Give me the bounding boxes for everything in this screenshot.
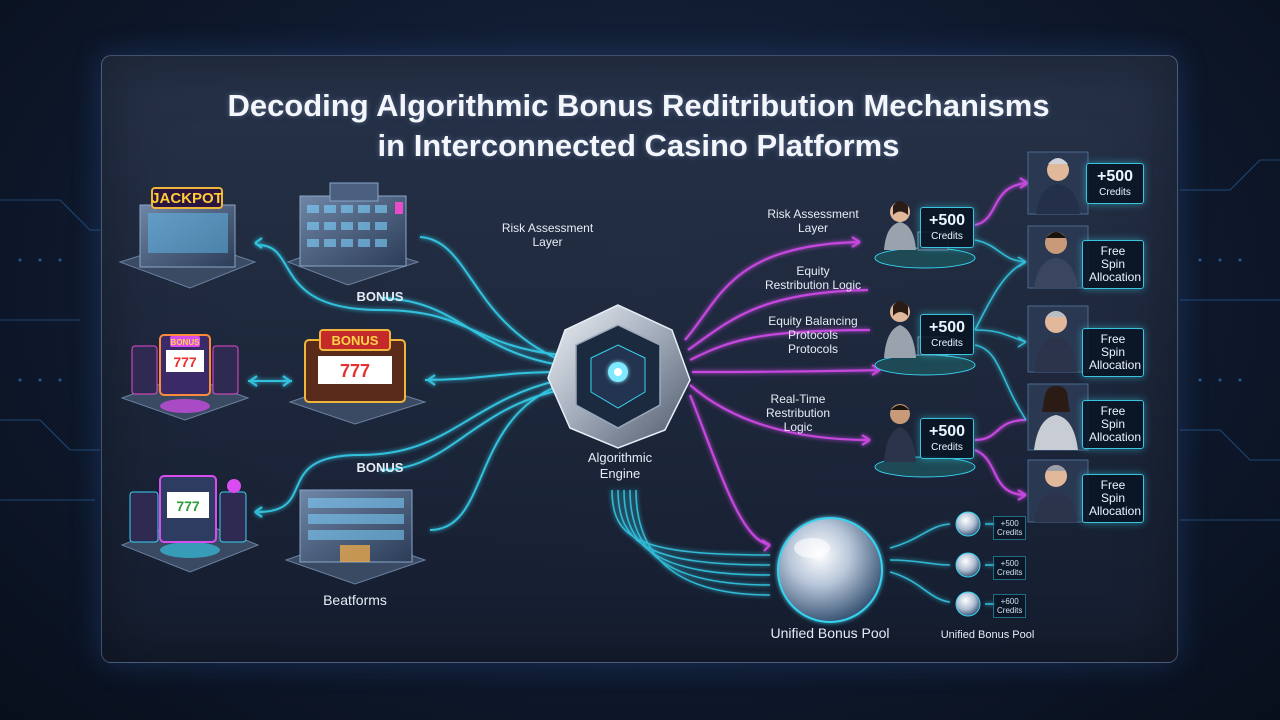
free-spin-badge-4: Free Spin Allocation: [1082, 474, 1144, 523]
balancing-line-3: Protocols: [787, 342, 839, 356]
mini-2-amount: +500: [1000, 559, 1019, 568]
realtime-line-3: Logic: [783, 420, 813, 434]
slot-machine-stage-left: 777 BONUS: [120, 334, 250, 421]
mini-2-unit: Credits: [997, 568, 1023, 577]
free-spin-badge-3: Free Spin Allocation: [1082, 400, 1144, 449]
risk-top-line-2: Layer: [532, 235, 563, 249]
player-5: [1027, 459, 1089, 523]
risk-top-line-1: Risk Assessment: [501, 221, 594, 235]
left-flow-lines: [248, 236, 561, 531]
agent-credit-badge-1: +500 Credits: [920, 207, 974, 248]
free-spin-2-line-1: Free Spin: [1100, 332, 1126, 359]
agent-badge-1-amount: +500: [928, 212, 966, 229]
mini-sphere-3: [955, 591, 981, 617]
equity-logic-line-1: Equity: [796, 264, 830, 278]
mini-pool-label-1: +500 Credits: [993, 516, 1027, 540]
agent-desk-2: [874, 301, 976, 376]
risk-assessment-label-top: Risk Assessment Layer: [480, 221, 615, 249]
title-line-2: in Interconnected Casino Platforms: [377, 128, 900, 163]
risk-right-line-1: Risk Assessment: [767, 207, 859, 221]
player-3: [1027, 305, 1089, 373]
mini-sphere-1: [955, 511, 981, 537]
real-time-restribution-logic-label: Real-Time Restribution Logic: [748, 392, 848, 434]
equity-restribution-logic-label: Equity Restribution Logic: [748, 264, 878, 292]
free-spin-badge-1: Free Spin Allocation: [1082, 240, 1144, 289]
mini-pool-spheres: [955, 511, 981, 617]
player-4: [1027, 383, 1089, 451]
bonus-label-lower: BONUS: [356, 460, 404, 475]
free-spin-badge-2: Free Spin Allocation: [1082, 328, 1144, 377]
player-2: [1027, 225, 1089, 289]
agent-badge-2-amount: +500: [928, 319, 966, 336]
realtime-line-1: Real-Time: [770, 392, 826, 406]
algorithmic-engine-icon: [547, 304, 691, 449]
agent-badge-1-unit: Credits: [931, 231, 963, 242]
platforms-label: Beatforms: [323, 592, 387, 608]
agent-badge-3-amount: +500: [928, 423, 966, 440]
mini-3-unit: Credits: [997, 606, 1023, 615]
engine-label-line-1: Algorithmic: [587, 450, 653, 465]
mini-pool-label-3: +600 Credits: [993, 594, 1027, 618]
agent-credit-badge-2: +500 Credits: [920, 314, 974, 355]
page-title: Decoding Algorithmic Bonus Reditribution…: [101, 86, 1176, 166]
office-building-top: [286, 182, 420, 286]
unified-bonus-pool-label: Unified Bonus Pool: [770, 625, 890, 641]
free-spin-3-line-1: Free Spin: [1100, 404, 1126, 431]
mini-3-amount: +600: [1000, 597, 1019, 606]
title-line-1: Decoding Algorithmic Bonus Reditribution…: [227, 88, 1050, 123]
mini-1-unit: Credits: [997, 528, 1023, 537]
equity-logic-line-2: Restribution Logic: [764, 278, 862, 292]
free-spin-4-line-2: Allocation: [1089, 504, 1142, 518]
risk-assessment-label-right: Risk Assessment Layer: [748, 207, 878, 235]
mini-1-amount: +500: [1000, 519, 1019, 528]
right-connector-lines: [889, 239, 1027, 605]
unified-bonus-pool-sphere: [777, 517, 883, 623]
unified-bonus-pool-label-small: Unified Bonus Pool: [940, 629, 1035, 641]
agent-badge-2-unit: Credits: [931, 338, 963, 349]
bonus-casino-sign: BONUS: [332, 333, 379, 348]
agent-desk-3: [874, 404, 976, 478]
balancing-line-1: Equity Balancing: [768, 314, 858, 328]
free-spin-4-line-1: Free Spin: [1100, 478, 1126, 505]
mini-pool-label-2: +500 Credits: [993, 556, 1027, 580]
free-spin-2-line-2: Allocation: [1089, 358, 1142, 372]
player-1: [1027, 151, 1089, 215]
player-credit-badge: +500 Credits: [1086, 163, 1144, 204]
player-badge-unit: Credits: [1099, 187, 1131, 198]
player-badge-amount: +500: [1096, 168, 1134, 185]
svg-text:777: 777: [173, 354, 197, 370]
right-flow-lines: [684, 177, 1029, 552]
balancing-line-2: Protocols: [787, 328, 839, 342]
agent-credit-badge-3: +500 Credits: [920, 418, 974, 459]
engine-label-line-2: Engine: [599, 466, 641, 481]
bonus-label-upper: BONUS: [356, 289, 404, 304]
svg-text:777: 777: [340, 361, 370, 381]
algorithmic-engine-label: Algorithmic Engine: [560, 450, 680, 482]
free-spin-1-line-1: Free Spin: [1100, 244, 1126, 271]
realtime-line-2: Restribution: [765, 406, 831, 420]
jackpot-casino-building: JACKPOT: [118, 187, 257, 289]
jackpot-sign: JACKPOT: [151, 190, 223, 207]
mini-sphere-2: [955, 552, 981, 578]
free-spin-3-line-2: Allocation: [1089, 430, 1142, 444]
agent-badge-3-unit: Credits: [931, 442, 963, 453]
free-spin-1-line-2: Allocation: [1089, 270, 1142, 284]
slot-bonus-sign: BONUS: [171, 338, 201, 347]
svg-text:777: 777: [176, 498, 200, 514]
engine-to-pool-lines: [611, 489, 771, 596]
bonus-casino-center: BONUS 777: [288, 329, 427, 425]
equity-balancing-protocols-label: Equity Balancing Protocols Protocols: [748, 314, 878, 356]
office-building-lower: [284, 489, 427, 585]
slot-machine-stage-lower: 777: [120, 475, 260, 573]
risk-right-line-2: Layer: [797, 221, 829, 235]
